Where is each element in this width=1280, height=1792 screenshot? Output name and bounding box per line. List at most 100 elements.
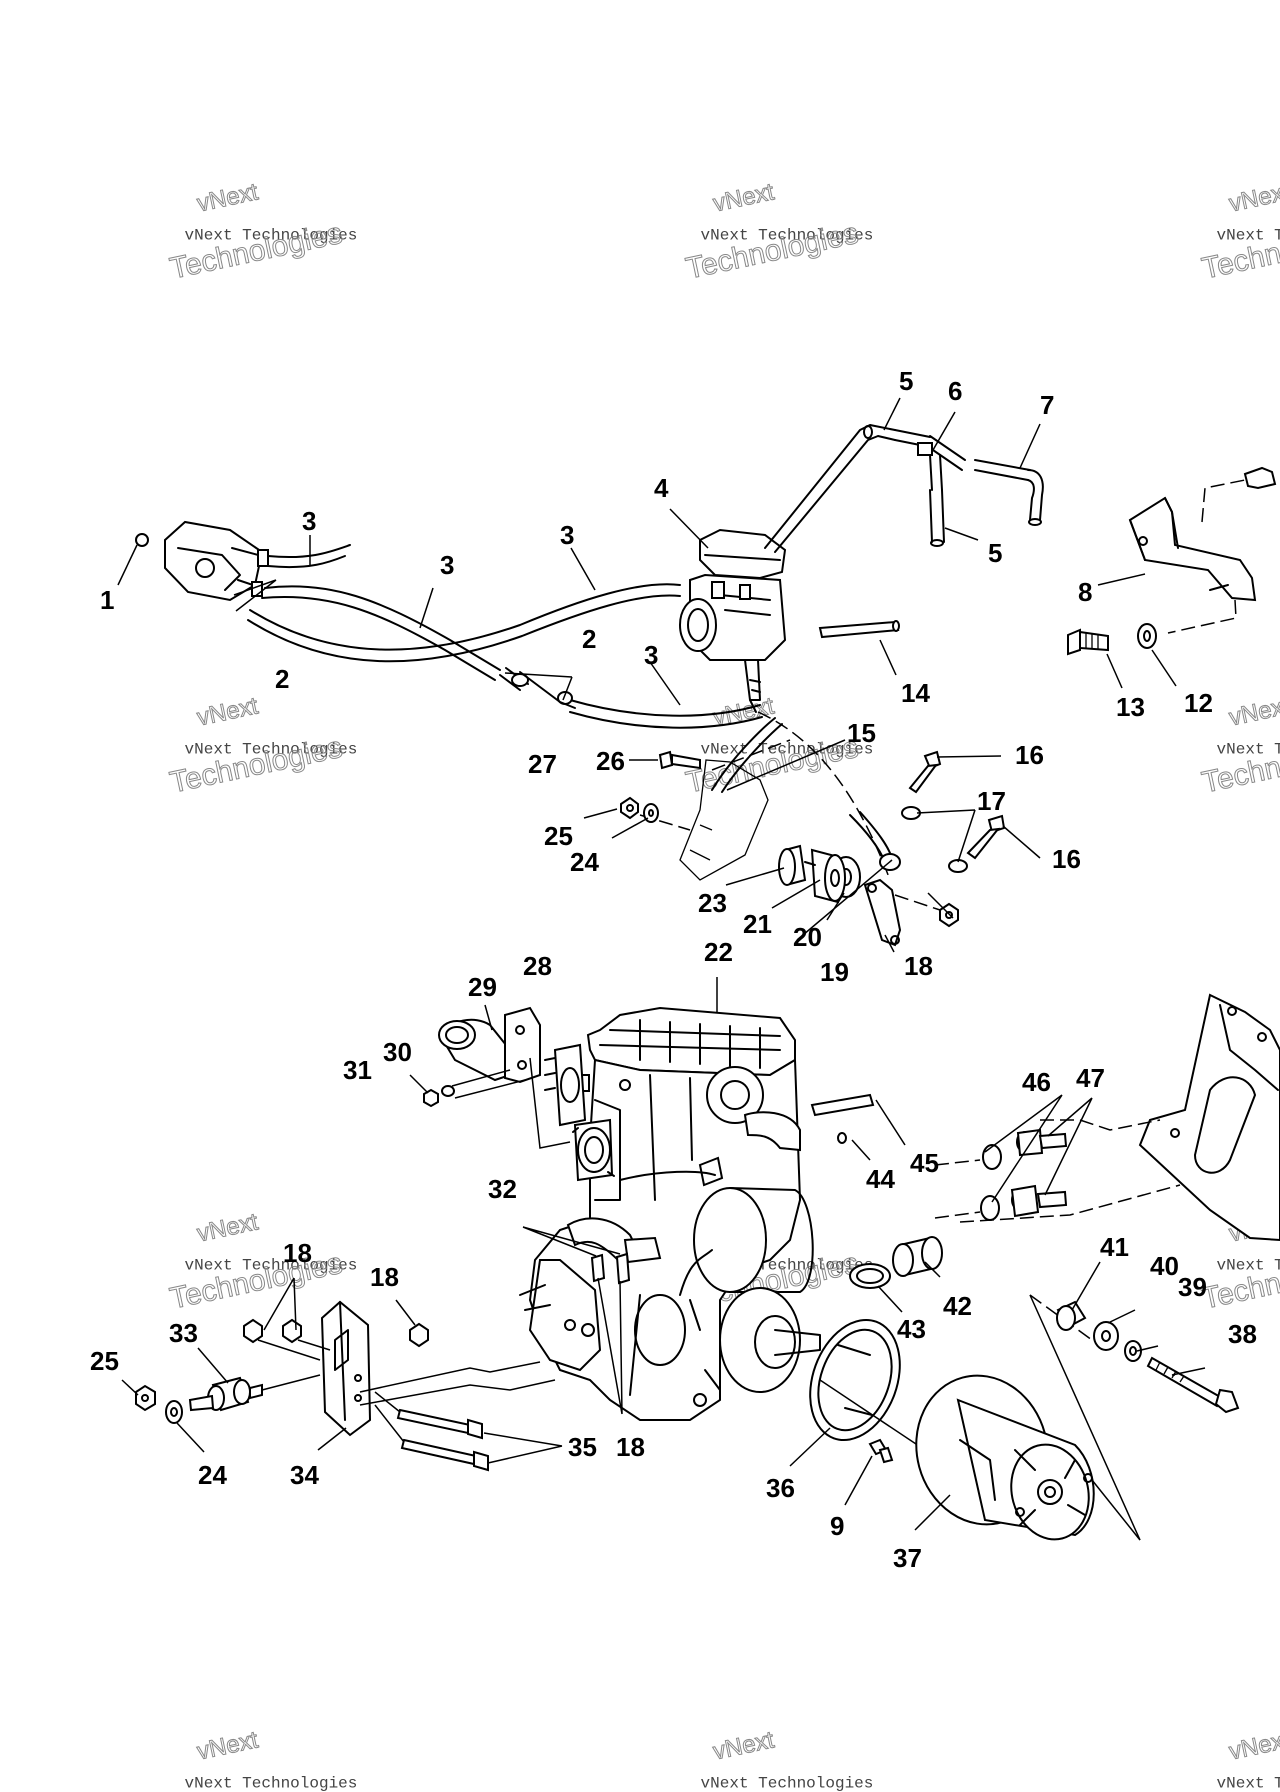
callout-47: 47 <box>1076 1063 1105 1093</box>
hose-clamp-43 <box>849 1263 891 1289</box>
bracket-line <box>1029 1294 1093 1341</box>
callout-19: 19 <box>820 957 849 987</box>
oil-filter <box>693 1187 767 1293</box>
engine <box>519 1006 821 1421</box>
bracket-line <box>1091 1479 1141 1541</box>
callout-5: 5 <box>988 538 1002 568</box>
callout-17: 17 <box>977 786 1006 816</box>
callout-29: 29 <box>468 972 497 1002</box>
callout-24: 24 <box>198 1460 227 1490</box>
carb-mount-bracket <box>639 739 791 881</box>
bolt-26 <box>658 750 701 770</box>
bolt-13 <box>1067 628 1109 656</box>
callout-7: 7 <box>1040 390 1054 420</box>
vent-lines <box>764 424 1044 553</box>
carburetor <box>679 528 787 713</box>
callout-3: 3 <box>644 640 658 670</box>
washer-39 <box>1124 1340 1142 1362</box>
callout-28: 28 <box>523 951 552 981</box>
callout-43: 43 <box>897 1314 926 1344</box>
bolt-38 <box>1146 1356 1240 1414</box>
callout-39: 39 <box>1178 1272 1207 1302</box>
nut-18c <box>282 1318 302 1344</box>
callout-41: 41 <box>1100 1232 1129 1262</box>
callout-25: 25 <box>544 821 573 851</box>
callout-14: 14 <box>901 678 930 708</box>
callout-18: 18 <box>616 1432 645 1462</box>
callout-12: 12 <box>1184 688 1213 718</box>
callout-9: 9 <box>830 1511 844 1541</box>
screw <box>135 533 149 547</box>
watermark: vNext vNext Technologies Technologies <box>167 692 358 800</box>
bearing-21 <box>810 848 846 904</box>
callout-33: 33 <box>169 1318 198 1348</box>
manifold-gasket <box>544 1043 587 1127</box>
watermark: vNext vNext Technologies Technologies <box>1199 178 1280 286</box>
callout-21: 21 <box>743 909 772 939</box>
callout-46: 46 <box>1022 1067 1051 1097</box>
washer-40 <box>1093 1321 1119 1351</box>
thermostat-housing <box>706 1066 764 1124</box>
watermark-text: vNext Technologies <box>185 740 358 758</box>
callout-45: 45 <box>910 1148 939 1178</box>
rubber-mount-upper <box>982 1128 1068 1170</box>
callout-32: 32 <box>488 1174 517 1204</box>
bolt-35a <box>396 1408 483 1440</box>
mounting-bracket <box>1128 466 1277 634</box>
washer-12 <box>1137 623 1157 649</box>
watermark: vNext vNext Technologies <box>701 1726 874 1792</box>
callout-22: 22 <box>704 937 733 967</box>
assembly-line <box>451 1069 511 1087</box>
watermark: vNext vNext Technologies <box>1217 1726 1280 1792</box>
bolt <box>1243 466 1277 490</box>
watermark-text: vNext Technologies <box>1217 1256 1280 1274</box>
callout-1: 1 <box>100 585 114 615</box>
callout-27: 27 <box>528 749 557 779</box>
callout-18: 18 <box>904 951 933 981</box>
callout-6: 6 <box>948 376 962 406</box>
axis-line <box>934 1159 981 1166</box>
intake-flange <box>504 1006 541 1084</box>
bolt-35b <box>400 1438 489 1472</box>
watermark-text: vNext Technologies <box>701 740 874 758</box>
callout-44: 44 <box>866 1164 895 1194</box>
rubber-mount-lower <box>980 1184 1068 1221</box>
watermark-text: vNext <box>195 1726 261 1765</box>
spacer-41 <box>1056 1300 1087 1331</box>
callout-31: 31 <box>343 1055 372 1085</box>
callout-5: 5 <box>899 366 913 396</box>
callouts: 1 2 2 3 3 3 3 4 5 5 6 7 8 9 12 13 14 15 … <box>90 366 1257 1573</box>
watermark-text: vNext <box>711 178 777 217</box>
callout-18: 18 <box>283 1238 312 1268</box>
assembly-line <box>374 1391 405 1443</box>
callout-2: 2 <box>275 664 289 694</box>
nut-25b <box>135 1384 156 1412</box>
watermark: vNext vNext Technologies Technologies <box>167 1208 358 1316</box>
watermark-text: vNext <box>195 178 261 217</box>
axis-line <box>934 1211 981 1219</box>
watermark-text: vNext <box>1227 1726 1280 1765</box>
watermark-text: vNext <box>195 1208 261 1247</box>
callout-3: 3 <box>440 550 454 580</box>
watermark-text: vNext <box>711 1726 777 1765</box>
watermark: vNext vNext Technologies <box>185 1726 358 1792</box>
bolt-16b <box>966 814 1006 860</box>
nut-25a <box>620 796 639 820</box>
drive-clutch <box>915 1374 1095 1541</box>
fuel-hoses <box>247 544 763 729</box>
dowel-45 <box>810 1093 875 1117</box>
callout-3: 3 <box>560 520 574 550</box>
pin-14 <box>818 620 900 639</box>
callout-37: 37 <box>893 1543 922 1573</box>
mount-plate-34 <box>320 1300 372 1437</box>
watermark-text: vNext <box>1227 692 1280 731</box>
watermark-text: vNext Technologies <box>1217 1774 1280 1792</box>
callout-26: 26 <box>596 746 625 776</box>
callout-38: 38 <box>1228 1319 1257 1349</box>
watermark-text: vNext Technologies <box>185 1256 358 1274</box>
fitting-32b <box>615 1252 631 1285</box>
callout-30: 30 <box>383 1037 412 1067</box>
assembly-line <box>359 1379 556 1406</box>
watermark-text: vNext Technologies <box>701 226 874 244</box>
leader-lines <box>117 397 1206 1531</box>
